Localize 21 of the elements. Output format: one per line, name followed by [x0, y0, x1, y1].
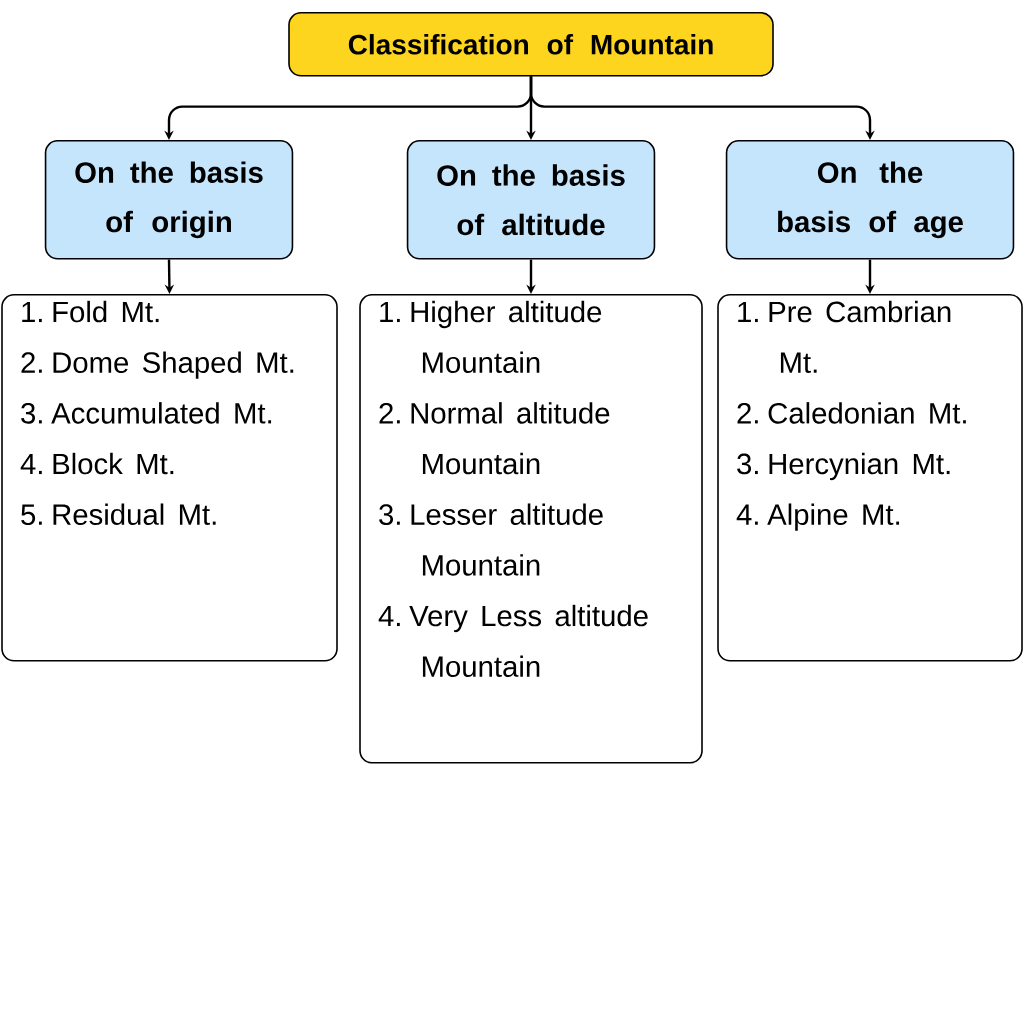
list-box [1, 294, 338, 662]
category-box: On the basis of age [725, 140, 1015, 260]
list-item: 5. Residual Mt. [21, 503, 216, 525]
list-item: 1. Fold Mt. [22, 300, 159, 323]
list-item: 3. Hercynian Mt. [737, 452, 950, 481]
list-item: 1. Pre Cambrian Mt. [738, 300, 951, 373]
title-box: Classification of Mountain [288, 12, 774, 77]
list-item: 4. Block Mt. [20, 452, 174, 475]
list-item: 2. Normal altitude Mountain [379, 402, 610, 475]
list-item: 3. Lesser altitude Mountain [379, 503, 603, 576]
list-box [717, 294, 1023, 662]
list-item: 3. Accumulated Mt. [21, 402, 272, 424]
arrow [529, 76, 875, 140]
list-box [359, 294, 703, 764]
list-item: 2. Caledonian Mt. [737, 402, 966, 424]
category-box: On the basis of altitude [406, 140, 656, 260]
list-item: 4. Alpine Mt. [736, 503, 900, 531]
list-item: 1. Higher altitude Mountain [380, 300, 602, 373]
category-box: On the basis of origin [44, 140, 294, 260]
list-item: 2. Dome Shaped Mt. [21, 351, 294, 379]
list-item: 4. Very Less altitude Mountain [378, 604, 648, 677]
